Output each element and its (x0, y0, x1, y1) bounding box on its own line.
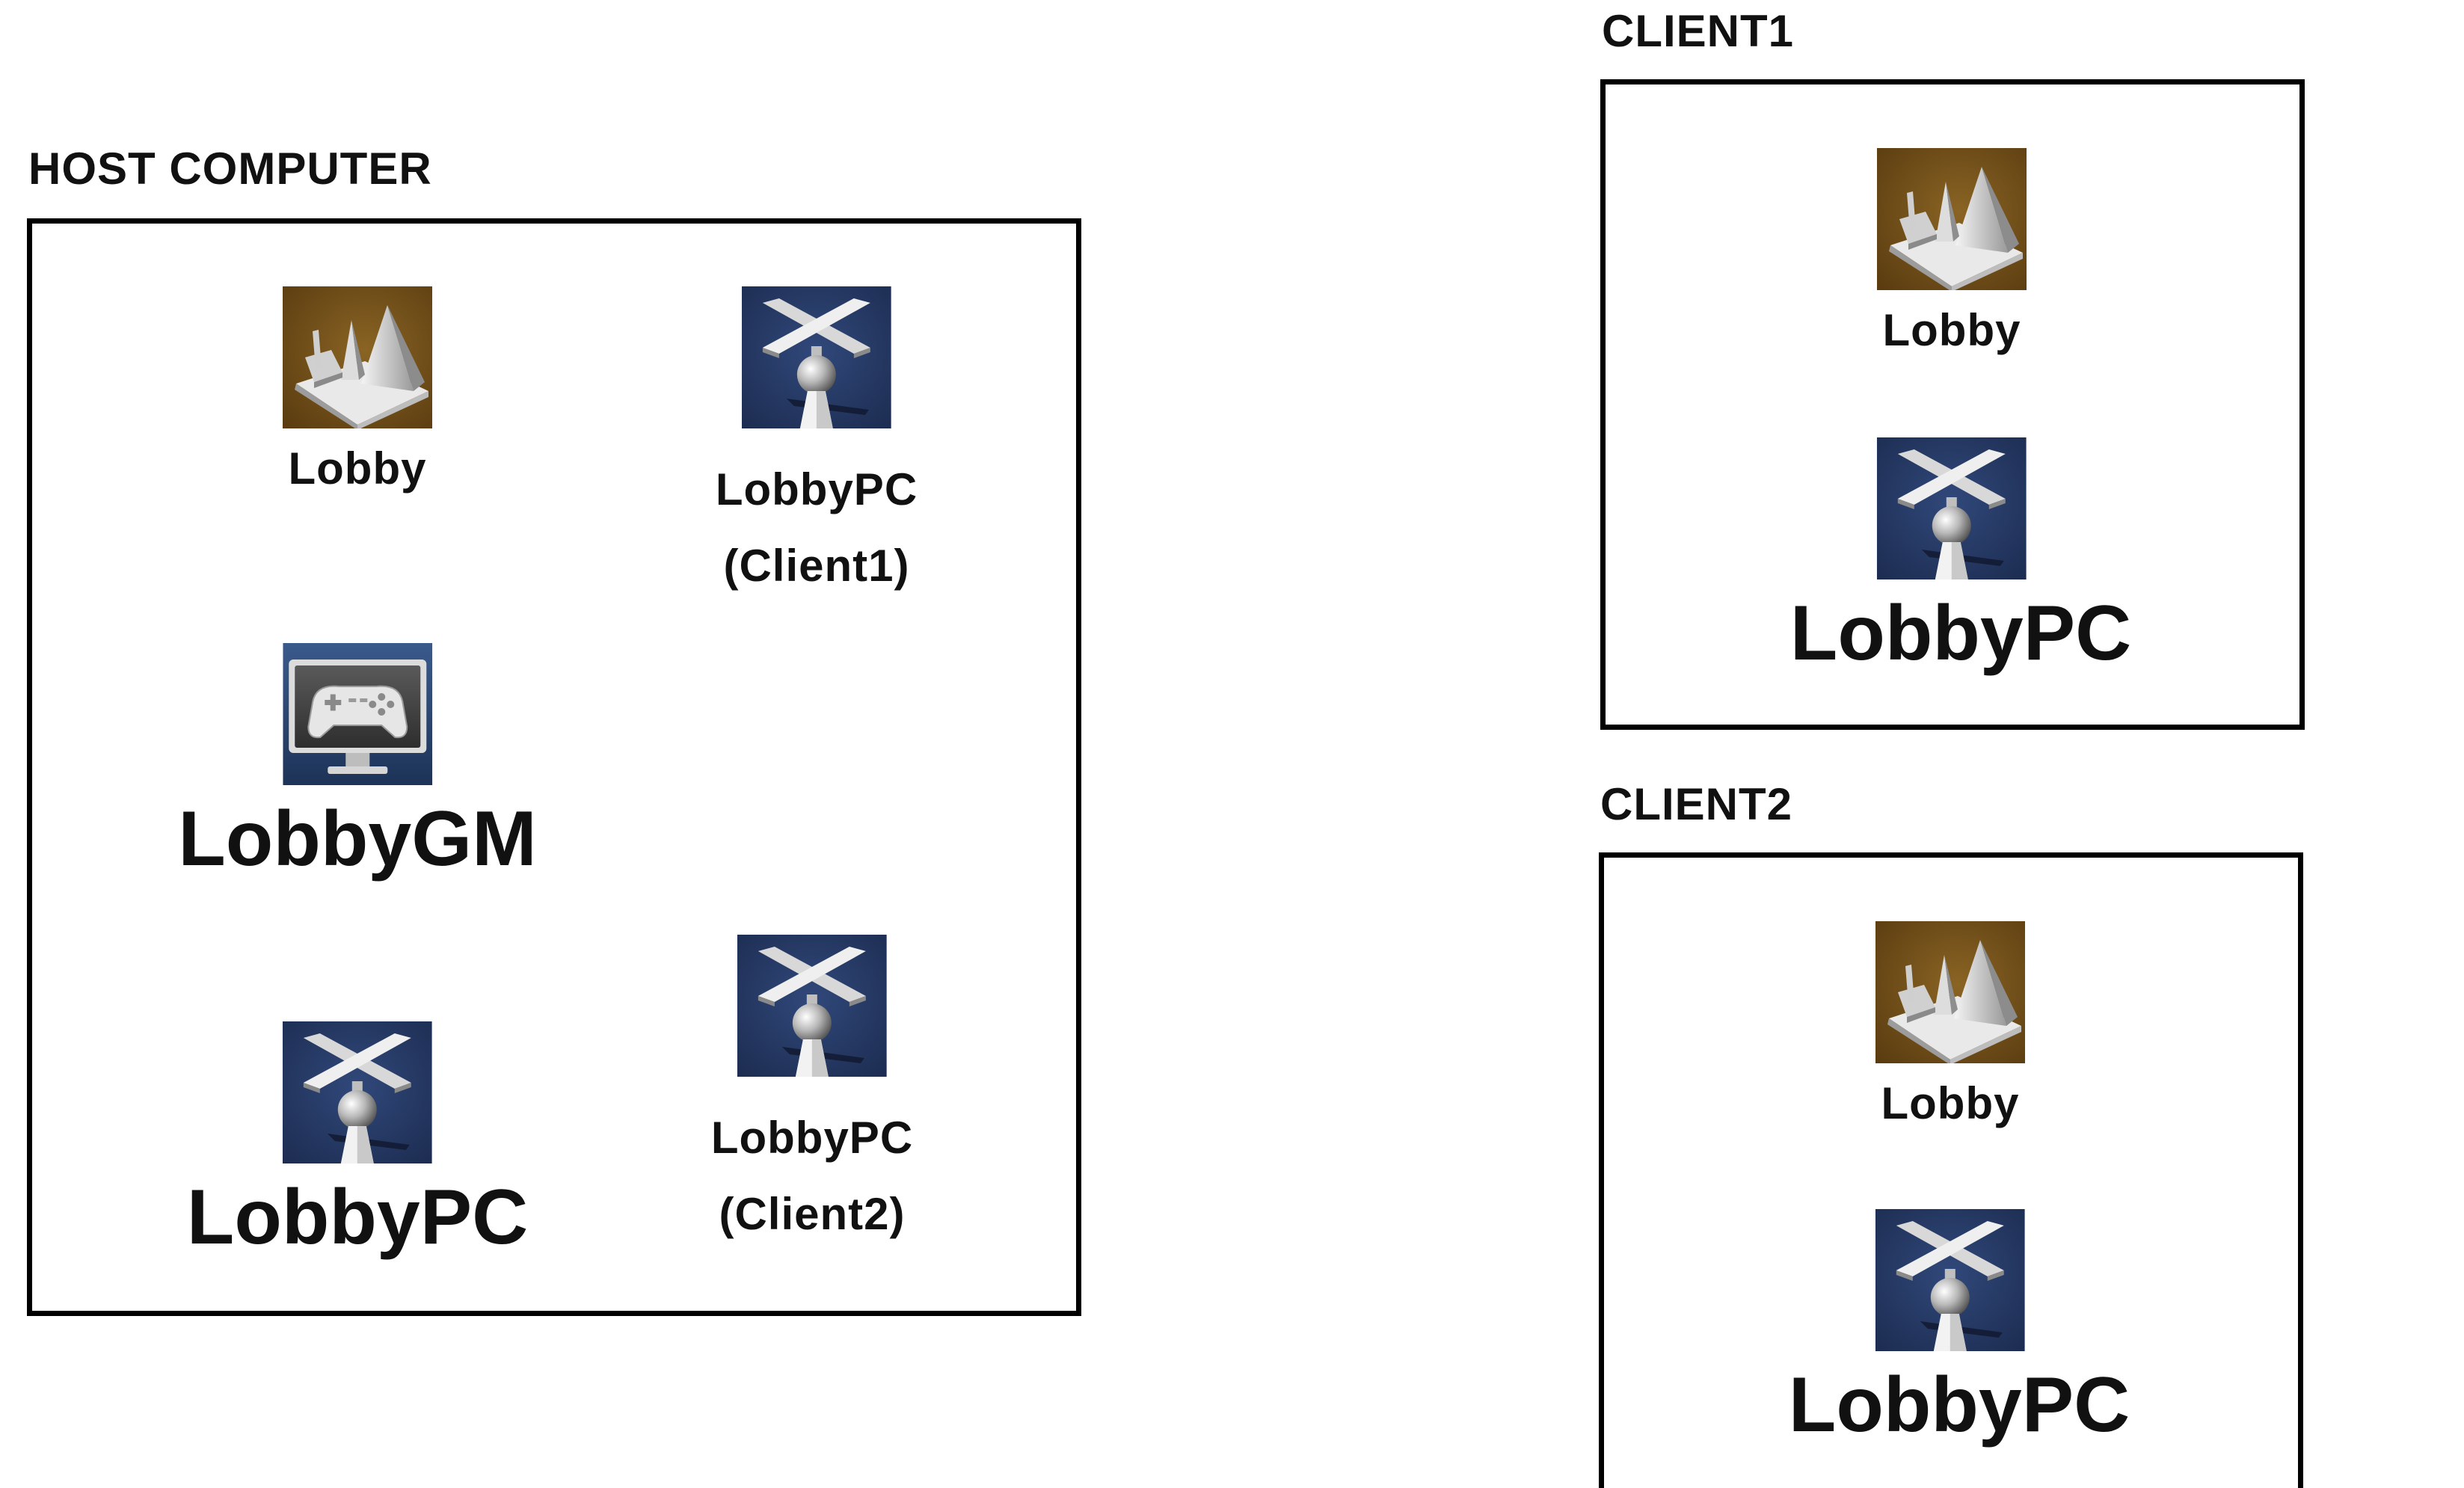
host-lobbypc-client1-item: LobbyPC (Client1) (716, 286, 918, 588)
client2-box (1599, 852, 2303, 1488)
client1-lobby-label: Lobby (1882, 305, 2021, 355)
lobbypc-client1-name: LobbyPC (715, 464, 918, 514)
client1-lobbypc-label: LobbyPC (1789, 590, 2132, 677)
host-computer-box (27, 218, 1081, 1316)
client1-title: CLIENT1 (1602, 6, 1795, 56)
host-lobby-label: Lobby (288, 443, 427, 494)
lobby-level-icon (1875, 921, 2025, 1063)
gamepad-monitor-icon (282, 643, 432, 785)
player-pawn-icon (737, 935, 887, 1077)
lobbypc-client2-name: LobbyPC (710, 1113, 914, 1163)
client1-box (1600, 79, 2305, 730)
client2-lobbypc-item: LobbyPC (1789, 1209, 2130, 1444)
player-pawn-icon (282, 1021, 432, 1163)
client2-lobby-item: Lobby (1875, 921, 2025, 1126)
lobby-level-icon (1877, 148, 2027, 290)
client2-lobbypc-label: LobbyPC (1788, 1362, 2130, 1448)
host-lobbypc-label: LobbyPC (186, 1174, 529, 1261)
client2-title: CLIENT2 (1600, 779, 1793, 829)
client1-lobbypc-item: LobbyPC (1790, 437, 2131, 672)
host-lobbypc-client2-item: LobbyPC (Client2) (711, 935, 913, 1237)
client1-tag: (Client1) (723, 541, 910, 591)
client1-lobby-item: Lobby (1877, 148, 2027, 353)
host-lobby-item: Lobby (283, 286, 432, 491)
client2-lobby-label: Lobby (1881, 1078, 2020, 1128)
player-pawn-icon (1875, 1209, 2025, 1351)
host-lobbypc-client2-label: LobbyPC (Client2) (711, 1116, 913, 1237)
host-lobbypc-client1-label: LobbyPC (Client1) (716, 467, 918, 588)
client2-tag: (Client2) (719, 1189, 906, 1239)
host-computer-title: HOST COMPUTER (28, 144, 432, 194)
host-lobbygm-label: LobbyGM (178, 796, 537, 882)
player-pawn-icon (741, 286, 891, 428)
player-pawn-icon (1876, 437, 2027, 579)
host-lobbypc-item: LobbyPC (187, 1021, 528, 1256)
host-lobbygm-item: LobbyGM (178, 643, 537, 882)
lobby-level-icon (283, 286, 432, 428)
